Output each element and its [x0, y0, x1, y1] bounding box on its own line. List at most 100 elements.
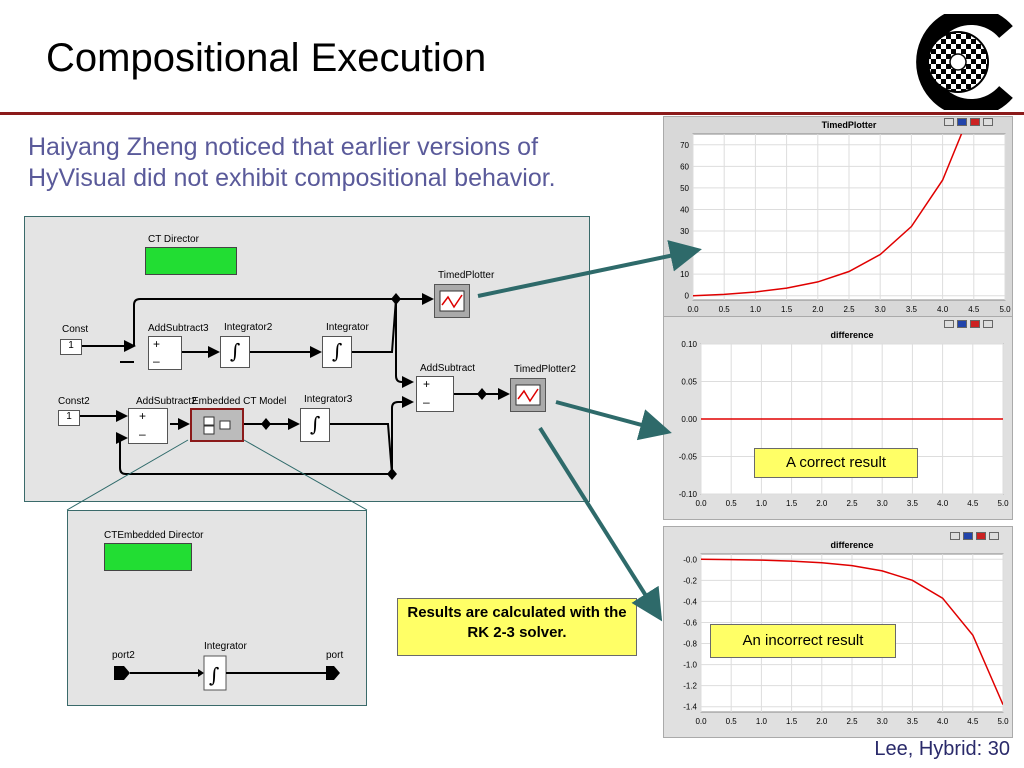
output-port-icon	[326, 666, 340, 680]
port-label: port	[326, 650, 344, 661]
integral-icon: ∫	[310, 412, 321, 436]
y-tick-label: -1.0	[683, 661, 697, 670]
x-tick-label: 4.5	[967, 717, 979, 726]
y-tick-label: 0.00	[681, 415, 697, 424]
x-tick-label: 5.0	[997, 717, 1009, 726]
fill-icon[interactable]	[983, 320, 993, 328]
x-tick-label: 4.5	[967, 499, 979, 508]
subtitle: Haiyang Zheng noticed that earlier versi…	[28, 132, 668, 194]
integrator3-label: Integrator3	[304, 394, 353, 405]
ctembedded-director-label: CTEmbedded Director	[104, 530, 204, 541]
reset-axes-icon[interactable]	[957, 320, 967, 328]
format-icon[interactable]	[970, 320, 980, 328]
chart-title: TimedPlotter	[822, 120, 877, 130]
integrator-label: Integrator	[326, 322, 369, 333]
x-tick-label: 3.0	[875, 305, 887, 314]
input-port-icon	[114, 666, 130, 680]
integrator3-block[interactable]: ∫	[300, 408, 330, 442]
plot1-toolbar	[944, 118, 993, 126]
composite-actor-icon	[203, 416, 231, 435]
plot-icon	[439, 290, 465, 312]
x-tick-label: 0.5	[726, 717, 738, 726]
timedplotter-label: TimedPlotter	[438, 270, 495, 281]
integrator2-label: Integrator2	[224, 322, 273, 333]
incorrect-result-callout: An incorrect result	[710, 624, 896, 658]
y-tick-label: -0.4	[683, 597, 697, 606]
print-icon[interactable]	[950, 532, 960, 540]
logo-icon	[916, 14, 1013, 110]
y-tick-label: 0.05	[681, 378, 697, 387]
print-icon[interactable]	[944, 118, 954, 126]
embedded-ct-model-block[interactable]	[190, 408, 244, 442]
x-tick-label: 0.0	[695, 499, 707, 508]
y-tick-label: -1.2	[683, 682, 697, 691]
x-tick-label: 1.5	[781, 305, 793, 314]
x-tick-label: 1.5	[786, 717, 798, 726]
y-tick-label: -1.4	[683, 703, 697, 712]
y-tick-label: -0.8	[683, 640, 697, 649]
slide-title: Compositional Execution	[46, 36, 487, 80]
y-tick-label: -0.05	[679, 453, 698, 462]
ct-director-block[interactable]	[145, 247, 237, 275]
x-tick-label: 4.5	[968, 305, 980, 314]
ct-director-label: CT Director	[148, 234, 199, 245]
plus-sign: +	[423, 377, 431, 391]
x-tick-label: 4.0	[937, 499, 949, 508]
integrator2-block[interactable]: ∫	[220, 336, 250, 368]
fill-icon[interactable]	[989, 532, 999, 540]
y-tick-label: 40	[680, 205, 689, 214]
integrator-block[interactable]: ∫	[322, 336, 352, 368]
x-tick-label: 3.0	[877, 499, 889, 508]
const2-label: Const2	[58, 396, 90, 407]
format-icon[interactable]	[976, 532, 986, 540]
y-tick-label: -0.6	[683, 618, 697, 627]
x-tick-label: 4.0	[937, 305, 949, 314]
y-tick-label: 50	[680, 184, 689, 193]
correct-result-callout: A correct result	[754, 448, 918, 478]
embedded-integrator-label: Integrator	[204, 641, 247, 652]
x-tick-label: 1.0	[750, 305, 762, 314]
integral-icon: ∫	[230, 339, 241, 363]
solver-callout: Results are calculated with the RK 2-3 s…	[397, 598, 637, 656]
fill-icon[interactable]	[983, 118, 993, 126]
model-diagram-panel[interactable]	[24, 216, 590, 502]
title-divider	[0, 112, 1024, 115]
addsubtract2-label: AddSubtract2	[136, 396, 197, 407]
x-tick-label: 5.0	[999, 305, 1011, 314]
addsubtract2-block[interactable]: + –	[128, 408, 168, 444]
x-tick-label: 1.0	[756, 499, 768, 508]
y-tick-label: -0.10	[679, 490, 698, 499]
subtitle-line-1: Haiyang Zheng noticed that earlier versi…	[28, 133, 539, 161]
plot2-toolbar	[944, 320, 993, 328]
y-tick-label: 0	[685, 292, 690, 301]
arrow-to-incorrect-result	[538, 426, 663, 622]
ctembedded-director-block[interactable]	[104, 543, 192, 571]
addsubtract-block[interactable]: + –	[416, 376, 454, 412]
const-block[interactable]: 1	[60, 339, 82, 355]
arrow-to-timedplotter	[477, 240, 702, 298]
y-tick-label: 30	[680, 227, 689, 236]
addsubtract3-label: AddSubtract3	[148, 323, 209, 334]
y-tick-label: 0.10	[681, 340, 697, 349]
x-tick-label: 2.0	[816, 717, 828, 726]
timedplotter-block[interactable]	[434, 284, 470, 318]
y-tick-label: -0.0	[683, 555, 697, 564]
x-tick-label: 3.0	[877, 717, 889, 726]
print-icon[interactable]	[944, 320, 954, 328]
plot-icon	[515, 384, 541, 406]
reset-axes-icon[interactable]	[963, 532, 973, 540]
x-tick-label: 2.0	[812, 305, 824, 314]
x-tick-label: 5.0	[997, 499, 1009, 508]
x-tick-label: 0.5	[719, 305, 731, 314]
format-icon[interactable]	[970, 118, 980, 126]
integral-icon: ∫	[332, 339, 343, 363]
reset-axes-icon[interactable]	[957, 118, 967, 126]
const2-block[interactable]: 1	[58, 410, 80, 426]
x-tick-label: 4.0	[937, 717, 949, 726]
x-tick-label: 1.0	[756, 717, 768, 726]
timedplotter2-block[interactable]	[510, 378, 546, 412]
addsubtract3-block[interactable]: + –	[148, 336, 182, 370]
